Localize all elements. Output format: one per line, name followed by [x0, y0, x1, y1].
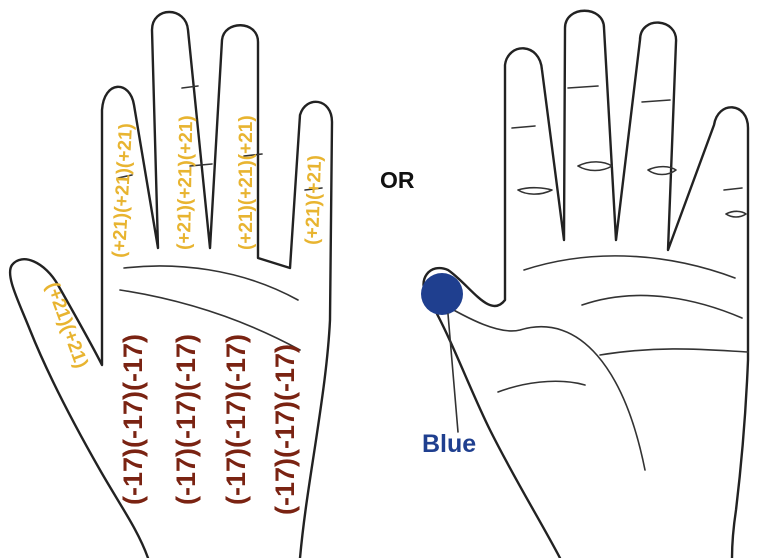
right-knuckle-line: [724, 188, 742, 190]
right-palm-crease: [600, 349, 748, 355]
index-finger-label: (+21)(+21)(+21): [109, 123, 137, 259]
pinky-finger-label: (+21)(+21): [302, 155, 326, 245]
marker-leader-line: [448, 314, 458, 432]
right-hand: Blue: [421, 11, 748, 558]
palm-column-1-label: (-17)(-17)(-17): [118, 334, 148, 505]
palm-column-2-label: (-17)(-17)(-17): [171, 334, 201, 505]
right-knuckle-line: [726, 211, 746, 217]
right-palm-crease: [582, 295, 742, 318]
right-knuckle-line: [568, 86, 598, 88]
right-hand-outline: [424, 11, 748, 558]
left-knuckle-line: [182, 86, 198, 88]
blue-marker-label: Blue: [422, 430, 476, 458]
left-hand: (+21)(+21) (+21)(+21)(+21) (+21)(+21)(+2…: [10, 12, 332, 558]
ring-finger-label: (+21)(+21)(+21): [236, 115, 257, 250]
right-knuckle-line: [518, 188, 552, 194]
right-palm-crease: [524, 256, 735, 278]
palm-column-4-label: (-17)(-17)(-17): [270, 344, 300, 515]
right-thumb-crease: [498, 381, 585, 392]
right-knuckle-line: [512, 126, 535, 128]
middle-finger-label: (+21)(+21)(+21): [174, 115, 197, 250]
palm-column-3-label: (-17)(-17)(-17): [221, 334, 251, 505]
right-knuckle-line: [642, 100, 670, 102]
right-knuckle-line: [578, 162, 612, 171]
blue-marker-dot: [421, 273, 463, 315]
thumb-label: (+21)(+21): [41, 280, 91, 372]
or-separator: OR: [380, 167, 415, 193]
